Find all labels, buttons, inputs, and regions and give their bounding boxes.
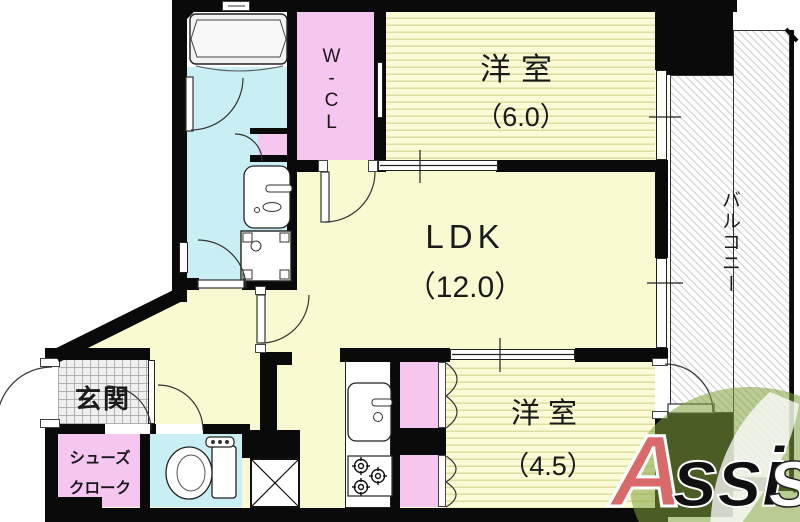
wall-shoe-toilet bbox=[140, 434, 150, 508]
shoe-door-arc bbox=[106, 385, 152, 431]
wall-bottom bbox=[45, 508, 668, 522]
wall-hall-toilet-a bbox=[45, 424, 105, 434]
kitchen-faucet bbox=[371, 398, 393, 407]
stub-linen-top bbox=[250, 128, 290, 134]
closet-lower bbox=[400, 455, 438, 507]
wall-bevel bbox=[52, 287, 185, 363]
washer-corner bbox=[242, 269, 253, 280]
washer-corner bbox=[242, 232, 253, 243]
balcony-bevel-top bbox=[784, 27, 799, 43]
closet-bifold-lower bbox=[445, 455, 457, 508]
ldk-size: （12.0） bbox=[405, 271, 525, 304]
bedroom-small-size: （4.5） bbox=[502, 451, 594, 481]
washroom-door-leaf bbox=[197, 279, 245, 289]
wcl-door-jamb-r bbox=[368, 160, 378, 172]
wall-hall-toilet-c bbox=[203, 424, 250, 434]
hall-door-jamb-b bbox=[255, 344, 266, 353]
wall-closet-gap bbox=[395, 428, 446, 455]
balcony-door-jamb-t bbox=[652, 358, 668, 366]
entrance-jamb-bottom bbox=[40, 419, 60, 428]
balcony-right-wall bbox=[790, 30, 794, 490]
toilet-tank bbox=[211, 445, 237, 499]
wcl-label: W-CL bbox=[321, 46, 342, 134]
entrance-step bbox=[148, 360, 155, 424]
toilet-button bbox=[218, 440, 222, 444]
wall-top bbox=[172, 0, 737, 12]
washbasin-knob bbox=[254, 207, 260, 213]
stub-linen-bottom bbox=[250, 155, 290, 162]
kitchen-drain bbox=[373, 412, 383, 422]
bath-door-leaf bbox=[185, 76, 194, 132]
washroom-door-arc bbox=[197, 239, 247, 289]
closet-door-strip-upper bbox=[438, 362, 446, 428]
linen-closet bbox=[258, 133, 287, 157]
ldk-name: LDK bbox=[425, 218, 505, 255]
wcl-door-arc bbox=[324, 171, 376, 223]
closet-door-strip-lower bbox=[438, 455, 446, 507]
balcony-bevel-bottom bbox=[784, 478, 798, 494]
wall-wash-bottom-l bbox=[187, 278, 199, 290]
hall-door-arc bbox=[260, 294, 310, 344]
balcony-door-leaf bbox=[667, 403, 715, 414]
bedroom-small-floor bbox=[443, 362, 655, 508]
bedroom-small-name: 洋室 bbox=[510, 398, 585, 430]
shoe-door-gap bbox=[105, 424, 150, 434]
wall-topright-block bbox=[658, 0, 733, 75]
linen-door-arc bbox=[234, 133, 263, 162]
bedroom-main-size: （6.0） bbox=[475, 102, 567, 132]
washbasin-drain bbox=[262, 202, 282, 212]
window-bedroom-main bbox=[656, 70, 667, 160]
window-washroom bbox=[179, 242, 188, 273]
xbox-diagonal bbox=[250, 458, 300, 508]
bedroom-main-floor bbox=[386, 12, 655, 160]
wall-wcl-bottom bbox=[297, 160, 322, 172]
wall-bevel-top bbox=[174, 0, 194, 20]
wall-shoe-jog bbox=[45, 497, 102, 522]
kitchen-sink bbox=[347, 382, 392, 442]
wall-right-b bbox=[655, 160, 668, 258]
entrance-door-arc bbox=[0, 366, 53, 407]
closet-bifold-upper bbox=[445, 362, 458, 429]
wall-kitchen-top bbox=[340, 348, 450, 362]
shoe-closet-line2: クローク bbox=[68, 480, 131, 497]
stove-burners bbox=[352, 457, 387, 496]
toilet-seat bbox=[176, 454, 206, 492]
wall-6-bottom bbox=[496, 160, 658, 172]
balcony-label: バルコニー bbox=[719, 190, 740, 295]
washbasin bbox=[243, 165, 291, 229]
window-ldk bbox=[656, 258, 667, 348]
wcl-door-leaf bbox=[320, 171, 330, 223]
entrance-label: 玄関 bbox=[74, 384, 131, 414]
toilet-door-arc bbox=[157, 384, 204, 431]
wcl-wall-slit bbox=[377, 62, 383, 118]
washer-corner bbox=[279, 269, 290, 280]
washer-corner bbox=[279, 232, 290, 243]
toilet-button bbox=[225, 440, 229, 444]
wall-left-upper bbox=[172, 0, 187, 302]
wall-right-a bbox=[655, 12, 668, 70]
bath-sill-curve bbox=[195, 65, 284, 72]
balcony-floor-2 bbox=[670, 75, 734, 413]
bedroom-main-name: 洋室 bbox=[480, 52, 562, 87]
wall-hall-toilet-b bbox=[150, 424, 156, 434]
bath-door-arc bbox=[190, 77, 244, 131]
entrance-floor bbox=[58, 360, 148, 424]
hall-door-leaf bbox=[256, 294, 266, 344]
walk-in-closet-floor bbox=[297, 12, 374, 160]
bathtub-inner bbox=[190, 19, 287, 58]
wall-washroom-right bbox=[287, 0, 297, 290]
closet-upper bbox=[400, 362, 438, 428]
washbasin-faucet bbox=[265, 184, 293, 193]
shoe-closet-line1: シューズ bbox=[69, 450, 131, 467]
wall-45-top bbox=[575, 348, 658, 362]
toilet-button bbox=[211, 440, 215, 444]
washer-drain bbox=[250, 240, 262, 252]
entrance-door-gap bbox=[45, 365, 58, 422]
toilet-door-gap bbox=[156, 424, 203, 434]
wall-xbox-top bbox=[242, 430, 300, 458]
stub-hall-v bbox=[260, 352, 277, 430]
shoe-closet-floor bbox=[58, 434, 140, 507]
